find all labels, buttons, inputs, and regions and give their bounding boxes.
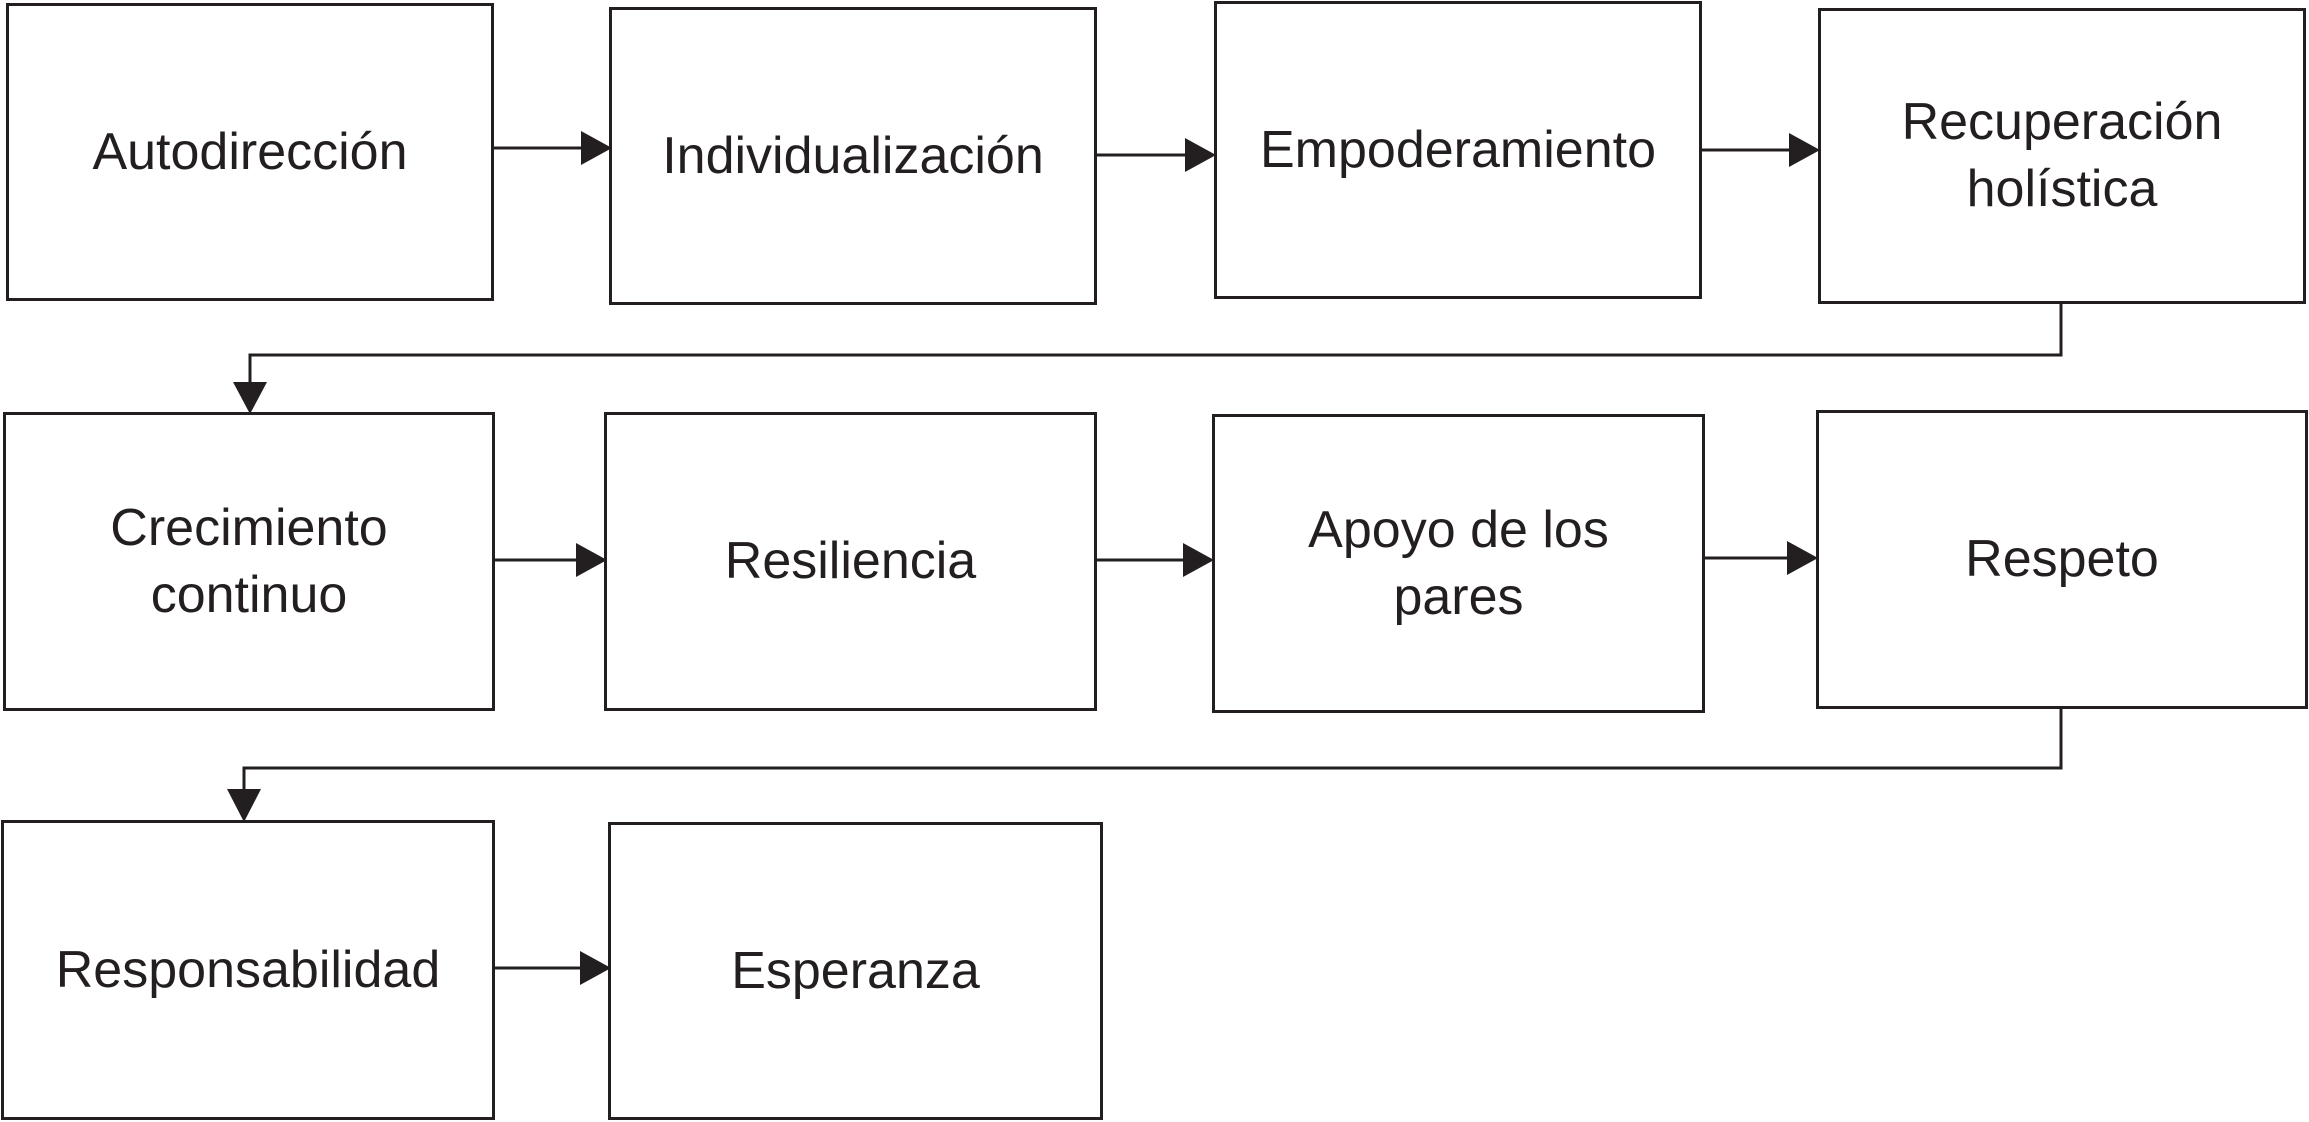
- step-label: Crecimiento continuo: [110, 498, 388, 624]
- step-label: Recuperación holística: [1901, 93, 2223, 218]
- arrowhead-1-2: [581, 131, 612, 165]
- connector-row2-to-row3: [242, 709, 2063, 794]
- arrowhead-3-4: [1789, 133, 1820, 167]
- step-label: Responsabilidad: [55, 940, 441, 999]
- arrowhead-8-9: [227, 789, 261, 822]
- step-label: Autodirección: [92, 122, 408, 181]
- step-box-individualizacion: Individualización: [609, 7, 1097, 305]
- step-box-autodireccion: Autodirección: [6, 3, 494, 301]
- connector-row1-to-row2: [248, 304, 2063, 386]
- step-box-recuperacion-holistica: Recuperación holística: [1818, 8, 2306, 304]
- step-label: Empoderamiento: [1260, 120, 1656, 179]
- step-label: Individualización: [662, 126, 1044, 185]
- step-box-esperanza: Esperanza: [608, 822, 1103, 1120]
- step-label: Apoyo de los pares: [1308, 500, 1609, 626]
- arrowhead-4-5: [233, 382, 267, 414]
- step-box-empoderamiento: Empoderamiento: [1214, 1, 1702, 299]
- arrowhead-9-10: [580, 951, 611, 985]
- arrowhead-7-8: [1787, 541, 1818, 575]
- arrowhead-2-3: [1185, 138, 1216, 172]
- step-box-resiliencia: Resiliencia: [604, 412, 1097, 711]
- step-box-apoyo-de-los-pares: Apoyo de los pares: [1212, 414, 1705, 713]
- step-box-respeto: Respeto: [1816, 410, 2308, 709]
- arrowhead-6-7: [1183, 543, 1214, 577]
- arrowhead-5-6: [576, 543, 607, 577]
- step-box-responsabilidad: Responsabilidad: [1, 820, 495, 1120]
- step-label: Esperanza: [731, 941, 980, 1000]
- step-label: Respeto: [1965, 530, 2159, 588]
- step-box-crecimiento-continuo: Crecimiento continuo: [3, 412, 495, 711]
- step-label: Resiliencia: [724, 532, 977, 590]
